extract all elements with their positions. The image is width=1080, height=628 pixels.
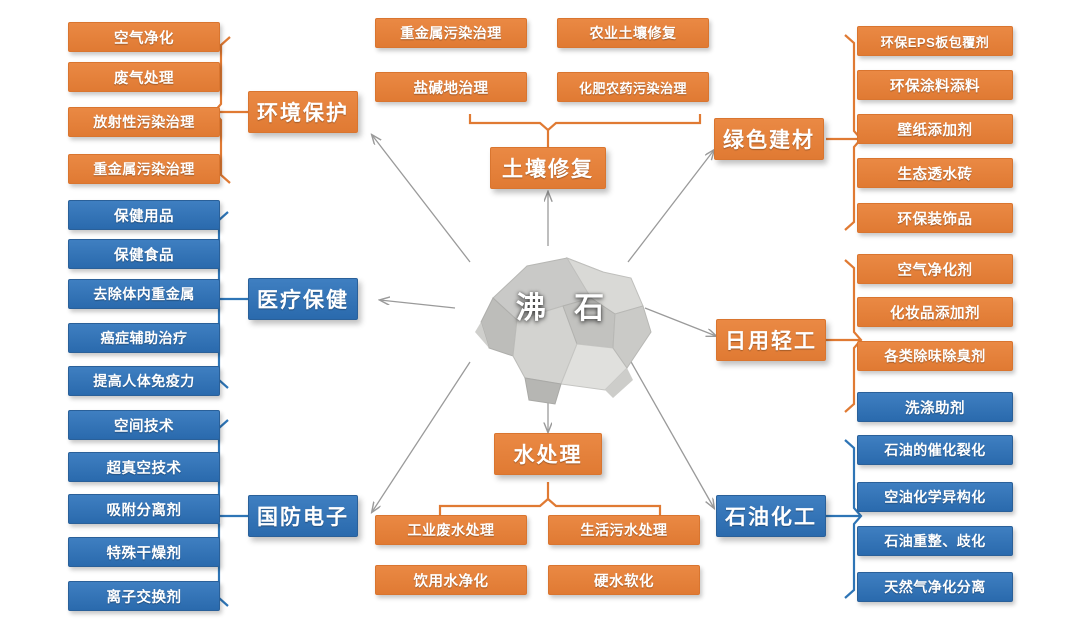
leaf-agricultural-soil-remediation[interactable]: 农业土壤修复 [557, 18, 709, 48]
leaf-waste-gas-treatment[interactable]: 废气处理 [68, 62, 220, 92]
leaf-space-technology[interactable]: 空间技术 [68, 410, 220, 440]
bracket-green-building-materials [826, 34, 863, 231]
hub-petrochemical[interactable]: 石油化工 [716, 495, 826, 537]
leaf-chemical-isomerization[interactable]: 空油化学异构化 [857, 482, 1013, 512]
leaf-natural-gas-purification-separation[interactable]: 天然气净化分离 [857, 572, 1013, 602]
leaf-eco-eps-board-coating-agent[interactable]: 环保EPS板包覆剂 [857, 26, 1013, 56]
hub-medical-healthcare[interactable]: 医疗保健 [248, 278, 358, 320]
arrow-to-medical-healthcare [380, 300, 456, 309]
leaf-special-desiccant[interactable]: 特殊干燥剂 [68, 537, 220, 567]
leaf-heavy-metal-pollution-control-env[interactable]: 重金属污染治理 [68, 154, 220, 184]
leaf-air-purification[interactable]: 空气净化 [68, 22, 220, 52]
hub-soil-remediation[interactable]: 土壤修复 [490, 147, 606, 189]
leaf-remove-heavy-metals-from-body[interactable]: 去除体内重金属 [68, 279, 220, 309]
bracket-daily-light-industry [826, 259, 863, 413]
bracket-petrochemical [826, 439, 863, 599]
leaf-radioactive-pollution-control[interactable]: 放射性污染治理 [68, 107, 220, 137]
leaf-health-food[interactable]: 保健食品 [68, 239, 220, 269]
leaf-saline-alkali-land-control[interactable]: 盐碱地治理 [375, 72, 527, 102]
leaf-hard-water-softening[interactable]: 硬水软化 [548, 565, 700, 595]
leaf-air-purifying-agent[interactable]: 空气净化剂 [857, 254, 1013, 284]
leaf-petroleum-reforming-disproportionation[interactable]: 石油重整、歧化 [857, 526, 1013, 556]
leaf-domestic-sewage-treatment[interactable]: 生活污水处理 [548, 515, 700, 545]
bracket-soil-remediation [468, 114, 702, 148]
hub-defense-electronics[interactable]: 国防电子 [248, 495, 358, 537]
hub-water-treatment[interactable]: 水处理 [494, 433, 602, 475]
leaf-eco-paint-filler[interactable]: 环保涂料添料 [857, 70, 1013, 100]
leaf-deodorizing-agents[interactable]: 各类除味除臭剂 [857, 341, 1013, 371]
leaf-ultra-vacuum-technology[interactable]: 超真空技术 [68, 452, 220, 482]
leaf-detergent-builder[interactable]: 洗涤助剂 [857, 392, 1013, 422]
leaf-adsorption-separation-agent[interactable]: 吸附分离剂 [68, 494, 220, 524]
leaf-wallpaper-additive[interactable]: 壁纸添加剂 [857, 114, 1013, 144]
leaf-cosmetic-additive[interactable]: 化妆品添加剂 [857, 297, 1013, 327]
leaf-heavy-metal-pollution-control-soil[interactable]: 重金属污染治理 [375, 18, 527, 48]
leaf-health-products[interactable]: 保健用品 [68, 200, 220, 230]
zeolite-rock-image [475, 257, 652, 405]
leaf-ion-exchange-agent[interactable]: 离子交换剂 [68, 581, 220, 611]
leaf-fertilizer-pesticide-pollution-control[interactable]: 化肥农药污染治理 [557, 72, 709, 102]
leaf-cancer-adjuvant-therapy[interactable]: 癌症辅助治疗 [68, 323, 220, 353]
leaf-improve-immunity[interactable]: 提高人体免疫力 [68, 366, 220, 396]
hub-green-building-materials[interactable]: 绿色建材 [714, 118, 824, 160]
leaf-drinking-water-purification[interactable]: 饮用水净化 [375, 565, 527, 595]
leaf-industrial-wastewater-treatment[interactable]: 工业废水处理 [375, 515, 527, 545]
leaf-ecological-permeable-brick[interactable]: 生态透水砖 [857, 158, 1013, 188]
hub-daily-light-industry[interactable]: 日用轻工 [716, 319, 826, 361]
bracket-water-treatment [438, 482, 662, 516]
hub-environmental-protection[interactable]: 环境保护 [248, 91, 358, 133]
leaf-catalytic-cracking-of-petroleum[interactable]: 石油的催化裂化 [857, 435, 1013, 465]
leaf-eco-decorations[interactable]: 环保装饰品 [857, 203, 1013, 233]
